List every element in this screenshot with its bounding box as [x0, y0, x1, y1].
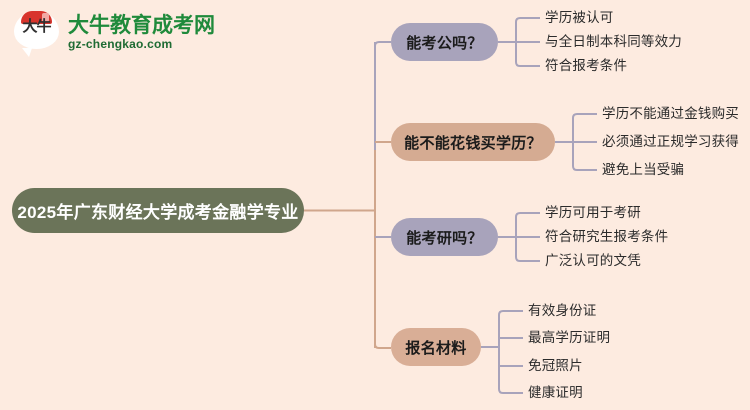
logo-speech-bubble-icon: 大牛 [14, 10, 60, 57]
leaf-node[interactable]: 免冠照片 [528, 358, 583, 373]
logo-wordmark: 大牛教育成考网 gz-chengkao.com [68, 14, 215, 51]
leaf-node[interactable]: 健康证明 [528, 385, 583, 400]
root-node[interactable]: 2025年广东财经大学成考金融学专业 [12, 188, 304, 233]
branch-node-label: 能不能花钱买学历？ [404, 134, 542, 152]
logo-title: 大牛教育成考网 [68, 13, 215, 37]
leaf-node[interactable]: 学历被认可 [545, 10, 614, 25]
site-logo: 大牛 大牛教育成考网 gz-chengkao.com [14, 6, 215, 58]
bubble-tail [22, 48, 32, 57]
leaf-node[interactable]: 最高学历证明 [528, 330, 611, 345]
bubble-cap [21, 11, 52, 24]
leaf-node[interactable]: 有效身份证 [528, 303, 597, 318]
leaf-node[interactable]: 广泛认可的文凭 [545, 253, 641, 268]
leaf-node[interactable]: 符合研究生报考条件 [545, 229, 669, 244]
leaf-node[interactable]: 必须通过正规学习获得 [602, 134, 739, 149]
leaf-node[interactable]: 避免上当受骗 [602, 162, 685, 177]
leaf-node[interactable]: 与全日制本科同等效力 [545, 34, 682, 49]
branch-node-can-take-civil-exam[interactable]: 能考公吗？ [391, 23, 498, 61]
branch-node-can-take-postgrad-exam[interactable]: 能考研吗？ [391, 218, 498, 256]
leaf-node[interactable]: 符合报考条件 [545, 58, 628, 73]
branch-node-can-buy-degree[interactable]: 能不能花钱买学历？ [391, 123, 555, 161]
logo-subtitle-url: gz-chengkao.com [68, 36, 173, 51]
branch-node-label: 能考公吗？ [406, 34, 483, 52]
branch-node-label: 能考研吗？ [406, 229, 483, 247]
root-node-label: 2025年广东财经大学成考金融学专业 [17, 203, 299, 222]
branch-node-application-materials[interactable]: 报名材料 [391, 328, 481, 366]
leaf-node[interactable]: 学历不能通过金钱购买 [602, 106, 739, 121]
logo-mark-text: 大牛 [22, 18, 51, 35]
leaf-node[interactable]: 学历可用于考研 [545, 205, 641, 220]
branch-node-label: 报名材料 [405, 339, 467, 357]
